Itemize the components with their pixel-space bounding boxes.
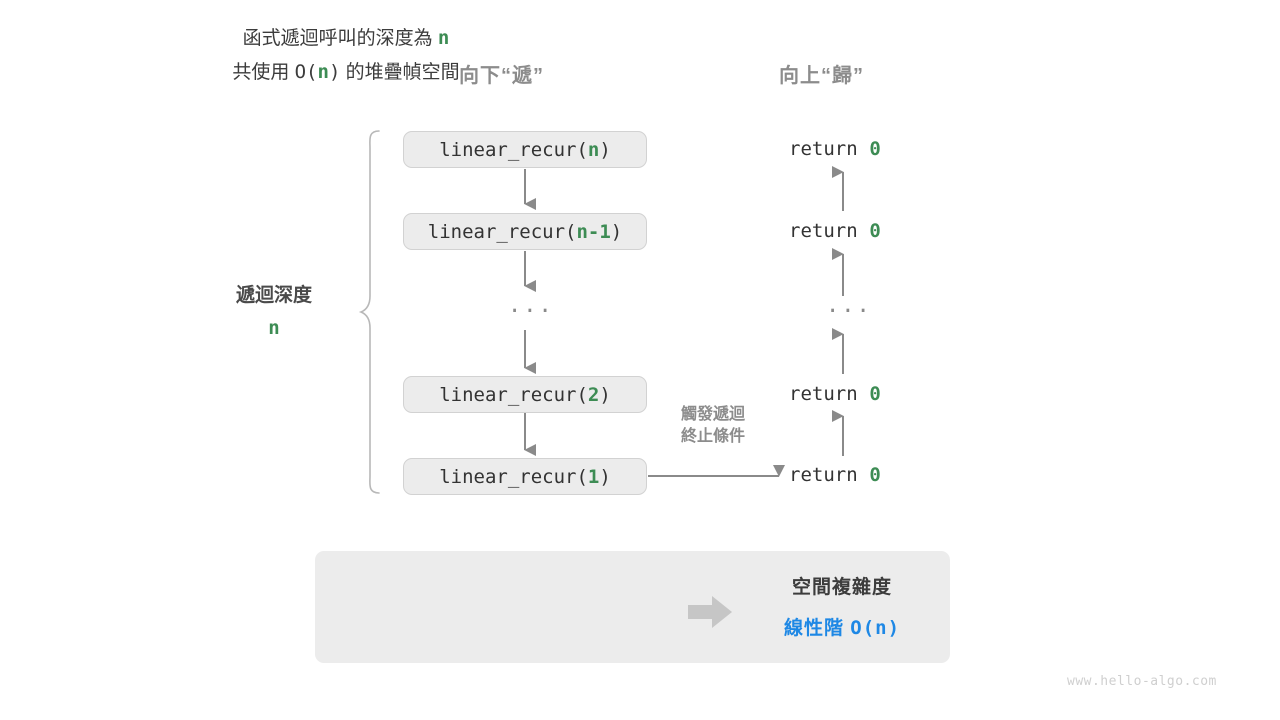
call-text-prefix: linear_recur( [427,220,577,243]
call-box-1[interactable]: linear_recur(1) [403,458,647,495]
summary-line-1: 函式遞迴呼叫的深度為 n [30,22,662,56]
return-label-1: return 0 [789,136,899,162]
return-value: 0 [869,383,881,405]
recursion-depth-value: n [268,316,280,339]
call-text-suffix: ) [599,138,611,161]
summary-description: 函式遞迴呼叫的深度為 n 共使用 O(n) 的堆疊幀空間 [30,22,662,90]
return-keyword: return [789,383,858,405]
termination-note-line2: 終止條件 [680,427,745,445]
termination-condition-note: 觸發遞迴 終止條件 [655,404,771,447]
summary-line1-var: n [437,27,450,49]
call-text-prefix: linear_recur( [439,465,588,488]
return-label-2: return 0 [789,218,899,244]
return-value: 0 [869,220,881,242]
summary-result: 空間複雜度 線性階 O(n) [752,572,932,640]
call-text-suffix: ) [610,220,623,243]
recursion-depth-label: 遞迴深度 n [196,282,352,342]
call-text-prefix: linear_recur( [439,383,588,406]
call-text-prefix: linear_recur( [439,138,588,161]
call-box-n[interactable]: linear_recur(n) [403,131,647,168]
summary-arrow-icon [688,596,732,628]
call-arg: 2 [587,383,600,406]
call-arg: n-1 [576,220,611,243]
return-label-3: return 0 [789,381,899,407]
return-value: 0 [869,464,881,486]
call-text-suffix: ) [599,383,611,406]
summary-line2-tail: 的堆疊幀空間 [340,61,460,83]
summary-line2-bigo-open: O( [294,60,318,83]
summary-line1-text: 函式遞迴呼叫的深度為 [242,28,438,49]
ellipsis-descend: ··· [508,299,554,324]
return-keyword: return [789,138,858,160]
return-keyword: return [789,464,858,486]
call-box-n-minus-1[interactable]: linear_recur(n-1) [403,213,647,250]
termination-note-line1: 觸發遞迴 [680,406,745,423]
return-keyword: return [789,220,858,242]
call-arg: 1 [587,465,600,488]
summary-result-complexity: 線性階 O(n) [752,613,932,640]
recursion-depth-text: 遞迴深度 [235,285,312,306]
summary-line-2: 共使用 O(n) 的堆疊幀空間 [30,56,662,90]
return-label-4: return 0 [789,462,899,488]
call-text-suffix: ) [599,465,611,488]
call-arg: n [587,138,600,161]
column-header-ascend: 向上“歸” [779,65,864,87]
summary-line2-text: 共使用 [232,61,295,83]
complexity-label: 線性階 [783,618,844,639]
summary-result-title: 空間複雜度 [791,577,892,598]
summary-line2-var: n [317,60,329,83]
return-value: 0 [869,138,881,160]
watermark: www.hello-algo.com [1067,674,1217,689]
call-box-2[interactable]: linear_recur(2) [403,376,647,413]
summary-line2-bigo-close: ) [328,60,341,83]
complexity-value: O(n) [850,617,901,639]
summary-panel [315,551,950,663]
column-header-descend: 向下“遞” [459,65,544,87]
ellipsis-ascend: ··· [826,299,872,324]
